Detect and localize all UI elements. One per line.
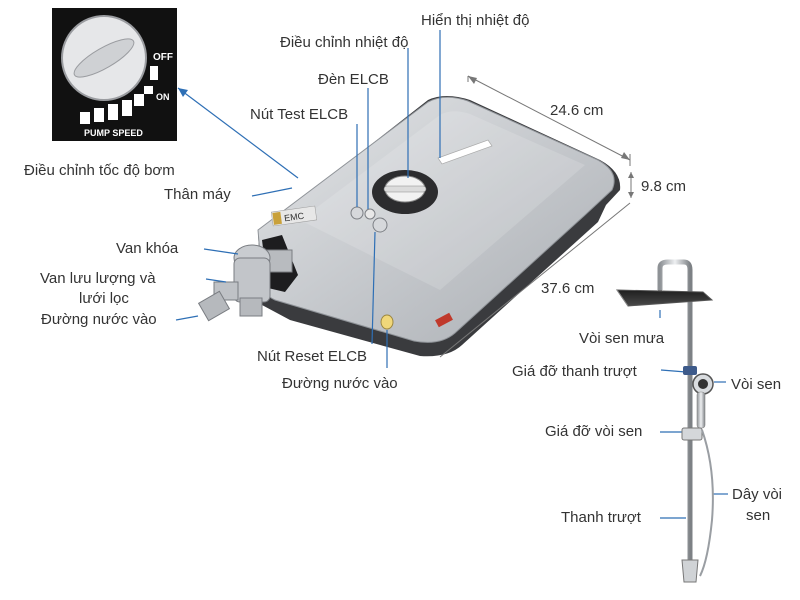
leader-inlet-left: [175, 315, 199, 321]
hand-shower-holder: [681, 427, 703, 441]
brand-badge: [270, 205, 318, 227]
label-dim-length: 37.6 cm: [541, 280, 595, 297]
label-elcb-reset: Nút Reset ELCB: [257, 348, 368, 365]
label-water-inlet-left: Đường nước vào: [41, 311, 157, 328]
pump-speed-inset: OFF ON PUMP SPEED: [52, 8, 177, 141]
label-pump-speed-adjust: Điều chỉnh tốc độ bơm: [24, 162, 175, 179]
dim-width-line: [467, 75, 631, 161]
label-flow-valve-line1: Van lưu lượng và: [40, 270, 156, 287]
label-hose-line2: sen: [746, 507, 771, 524]
slide-bar-holder: [683, 366, 697, 375]
label-hand-shower: Vòi sen: [731, 376, 782, 393]
leader-lock-valve: [203, 248, 239, 255]
inset-pump-speed-text: PUMP SPEED: [84, 128, 143, 138]
label-dim-width: 24.6 cm: [550, 102, 604, 119]
valve-assembly: [197, 244, 293, 322]
rain-shower-head: [616, 289, 714, 307]
leader-pump-speed: [177, 87, 299, 179]
label-temp-adjust: Điều chỉnh nhiệt độ: [280, 34, 409, 51]
label-elcb-test: Nút Test ELCB: [250, 106, 349, 123]
label-water-inlet-bottom: Đường nước vào: [282, 375, 398, 392]
leader-body: [251, 187, 293, 197]
label-body: Thân máy: [164, 186, 231, 203]
label-hand-shower-holder: Giá đỡ vòi sen: [545, 423, 643, 440]
inset-off-text: OFF: [153, 52, 173, 63]
leader-slide-holder: [660, 369, 687, 373]
label-elcb-light: Đèn ELCB: [318, 71, 389, 88]
elcb-test-button: [350, 206, 364, 220]
water-inlet-bottom: [380, 314, 394, 330]
elcb-light: [364, 208, 376, 220]
dim-length-line: [439, 202, 631, 358]
inset-on-text: ON: [156, 92, 170, 102]
label-flow-valve-line2: lưới lọc: [79, 290, 129, 307]
shower-hose: [699, 429, 714, 577]
temperature-display: [437, 139, 493, 165]
label-dim-depth: 9.8 cm: [641, 178, 687, 195]
elcb-reset-button: [372, 217, 388, 233]
label-hose-line1: Dây vòi: [732, 486, 783, 503]
shower-set: [616, 259, 714, 583]
label-slide-bar: Thanh trượt: [561, 509, 641, 526]
brand-text: EMC: [284, 211, 306, 224]
label-slide-bar-holder: Giá đỡ thanh trượt: [512, 363, 637, 380]
leader-elcb-reset: [371, 231, 376, 345]
label-rain-shower: Vòi sen mưa: [579, 330, 665, 347]
label-temp-display: Hiển thị nhiệt độ: [421, 12, 530, 29]
label-lock-valve: Van khóa: [116, 240, 179, 257]
leader-flow-valve: [205, 278, 227, 283]
